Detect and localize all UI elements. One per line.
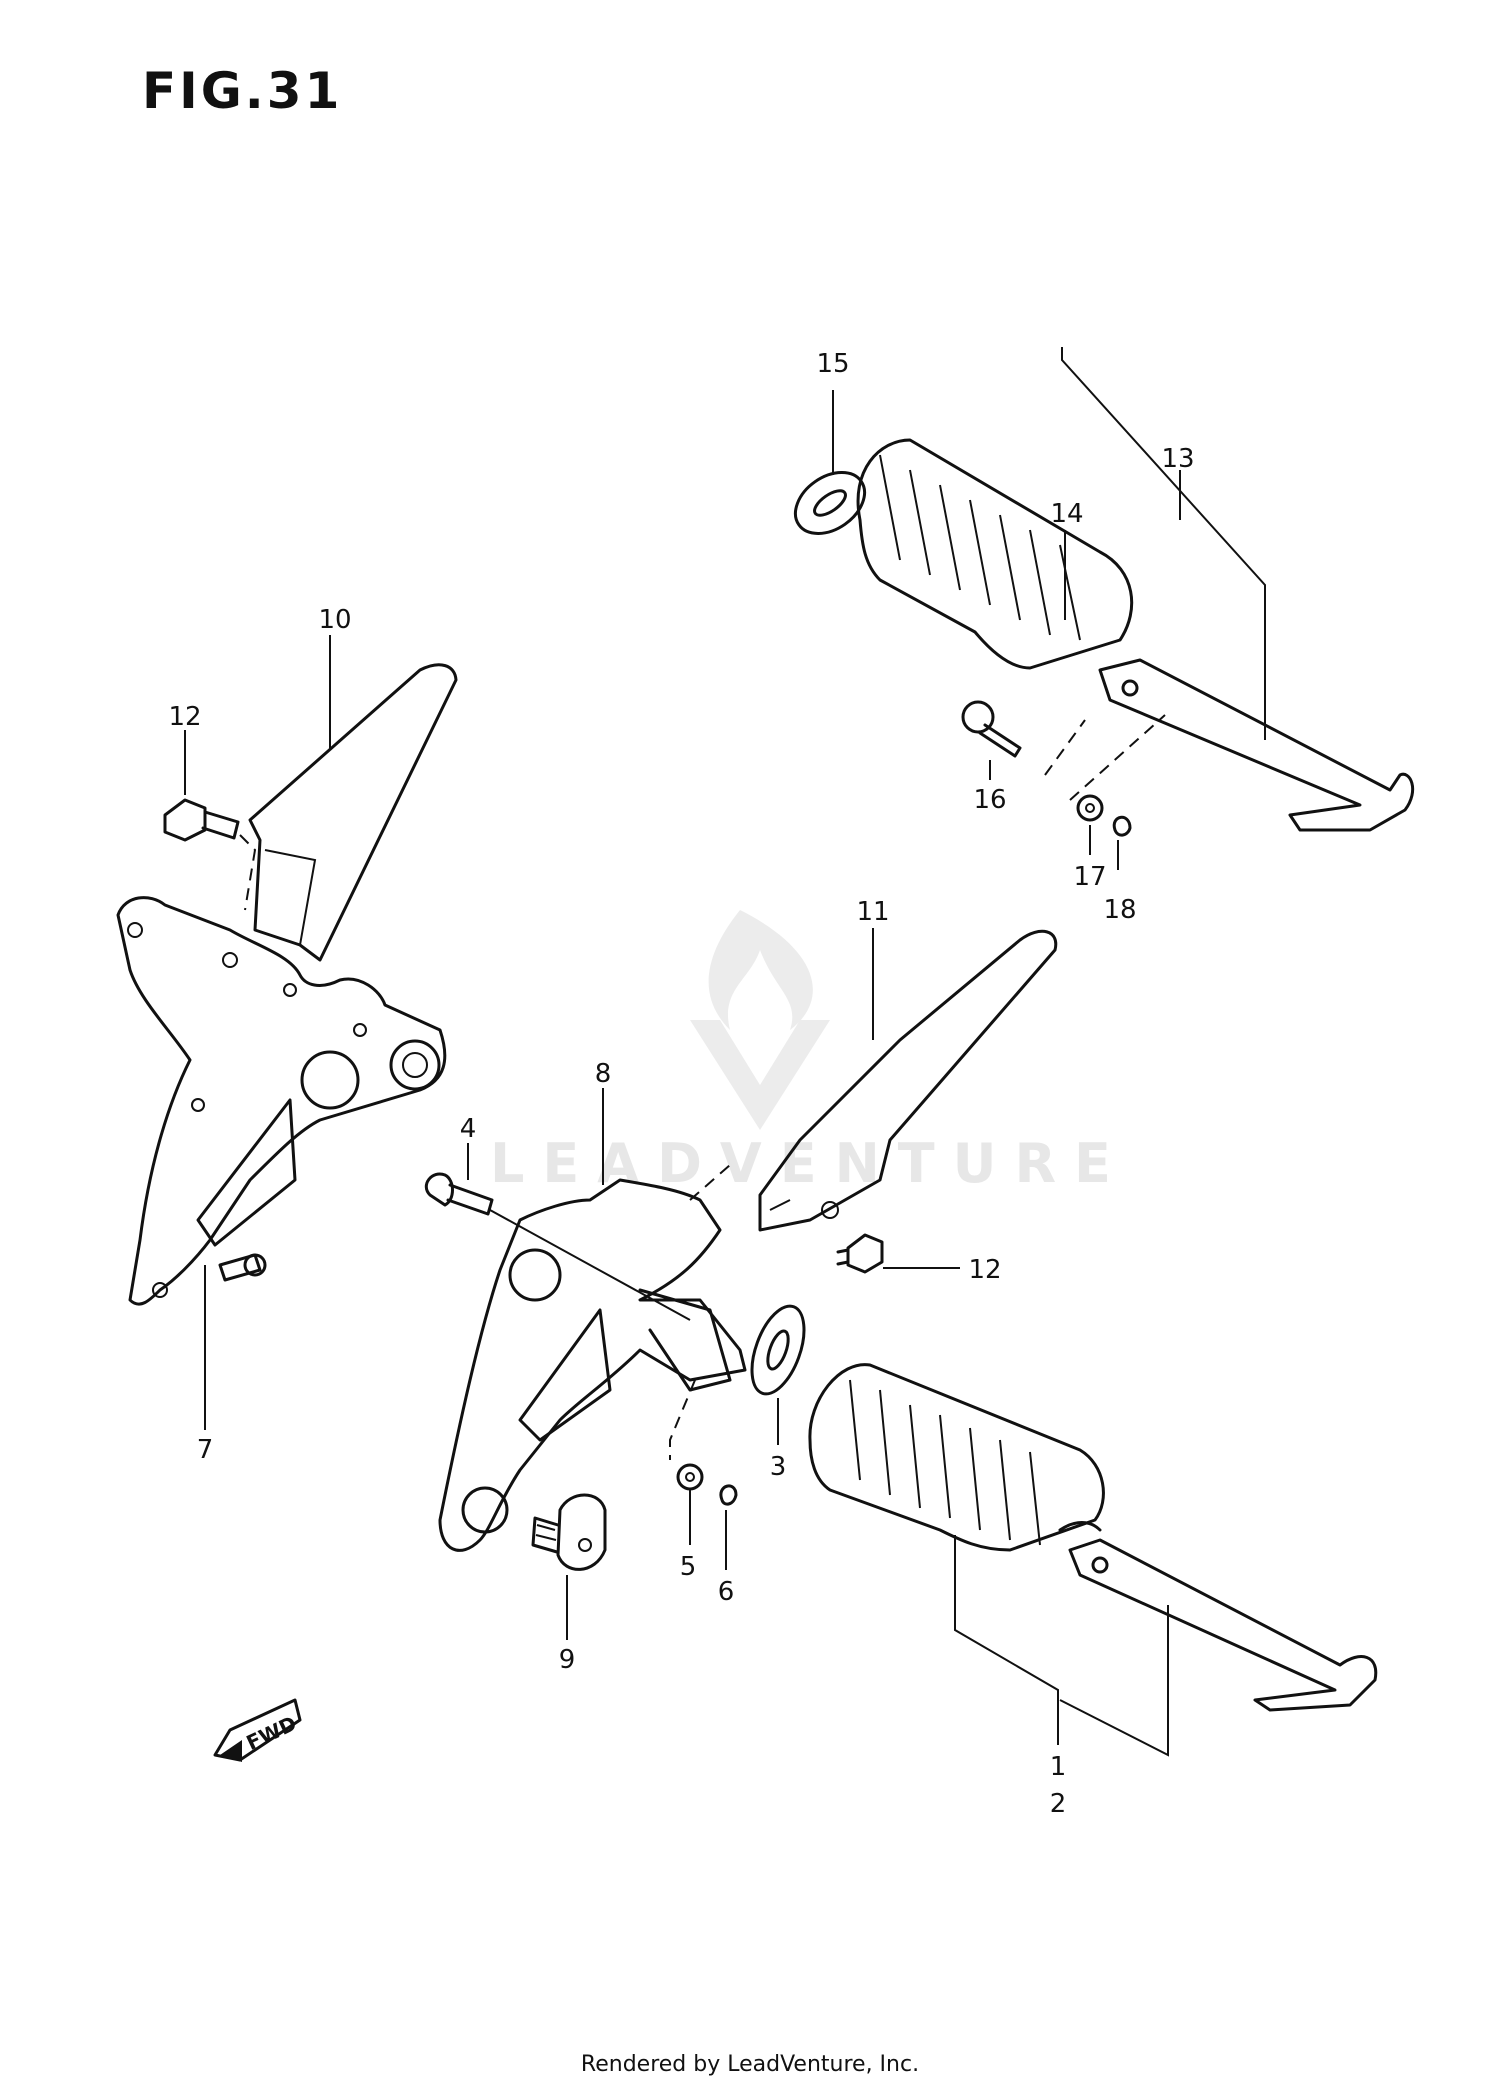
part-14-footpeg-rubber-upper (856, 438, 1134, 670)
callout-13: 13 (1161, 444, 1194, 474)
callout-8: 8 (595, 1059, 612, 1089)
callout-6: 6 (718, 1577, 735, 1607)
part-17-washer (1076, 794, 1104, 822)
part-1-footpeg-rubber-lower (808, 1363, 1105, 1552)
part-2-footpeg-bar-lower (1068, 1538, 1378, 1712)
part-18-cotter-pin (1112, 815, 1132, 837)
part-13-footpeg-bar-upper (1044, 658, 1415, 832)
fwd-label: FWD (243, 1711, 301, 1755)
watermark-text: LEADVENTURE (490, 1132, 1129, 1195)
callout-15: 15 (816, 349, 849, 379)
leadventure-watermark: LEADVENTURE (490, 910, 1129, 1195)
callout-7: 7 (197, 1435, 214, 1465)
part-9-bolt (531, 1493, 607, 1571)
callout-labels: 15 13 14 10 12 16 17 18 11 8 4 12 3 7 5 … (168, 349, 1194, 1819)
callout-10: 10 (318, 605, 351, 635)
callout-12-upper: 12 (168, 702, 201, 732)
part-7-footrest-bracket-left (116, 896, 447, 1306)
callout-9: 9 (559, 1645, 576, 1675)
footer-credit: Rendered by LeadVenture, Inc. (580, 2052, 920, 2077)
part-10-heel-guard-left (248, 663, 458, 962)
part-8-footrest-bracket-center (438, 1164, 747, 1552)
callout-3: 3 (770, 1452, 787, 1482)
callout-11: 11 (856, 897, 889, 927)
part-6-cotter-pin (719, 1484, 738, 1506)
callout-17: 17 (1073, 862, 1106, 892)
part-11-heel-guard-center (758, 929, 1058, 1232)
callout-18: 18 (1103, 895, 1136, 925)
callout-1: 1 (1050, 1752, 1067, 1782)
part-12-bolt-center (836, 1233, 884, 1274)
callout-14: 14 (1050, 499, 1083, 529)
part-3-washer-lower (750, 1304, 806, 1396)
callout-12-center: 12 (968, 1255, 1001, 1285)
callout-2: 2 (1050, 1789, 1067, 1819)
callout-16: 16 (973, 785, 1006, 815)
part-16-pin-upper (961, 700, 1022, 758)
part-4-bolt (424, 1172, 691, 1321)
callout-4: 4 (460, 1114, 477, 1144)
forward-direction-marker: FWD (213, 1698, 302, 1762)
callout-5: 5 (680, 1552, 697, 1582)
figure-title: FIG.31 (142, 62, 343, 120)
part-12-bolt-upper (163, 798, 257, 911)
part-5-washer (676, 1463, 704, 1491)
leader-lines (184, 347, 1266, 1757)
